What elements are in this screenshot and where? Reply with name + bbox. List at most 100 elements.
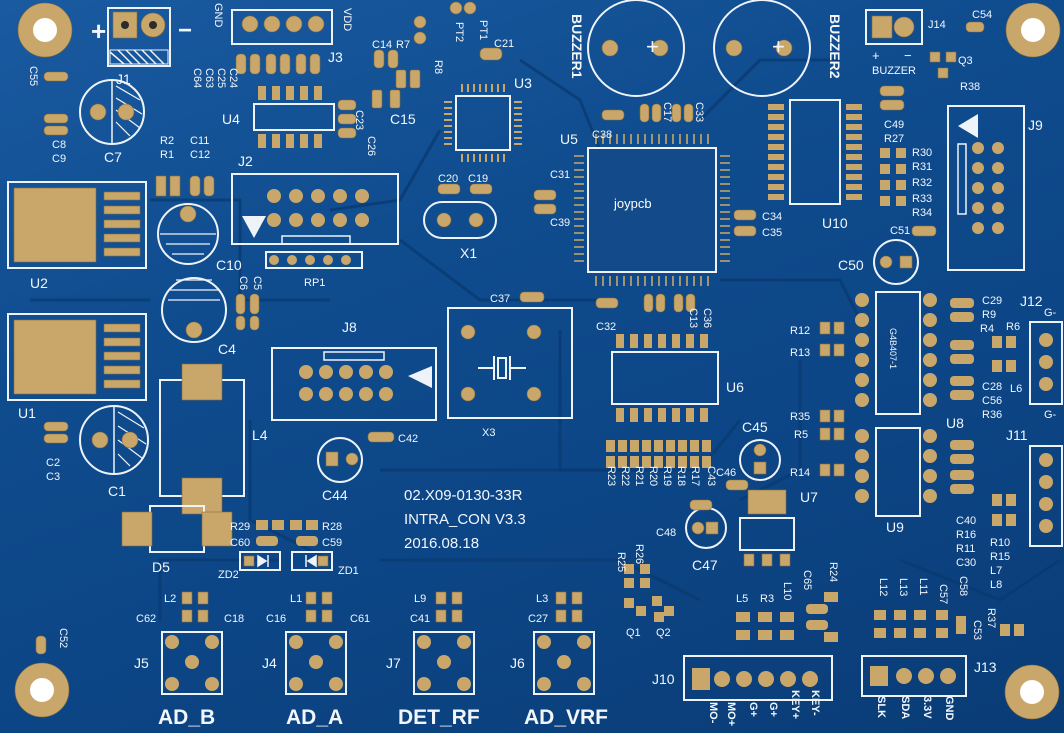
label-c27: C27 xyxy=(528,613,548,625)
label-c50: C50 xyxy=(838,257,864,273)
label-r11: R11 xyxy=(956,543,975,555)
board-date: 2016.08.18 xyxy=(404,535,479,552)
passives-l5-group: L5 R3 L10 C65 R24 xyxy=(736,562,839,642)
capacitor-c1: C1 C2 C3 xyxy=(43,405,149,499)
label-c1: C1 xyxy=(108,483,126,499)
svg-text:−: − xyxy=(904,48,912,63)
passives-r30-group: C49 R27 R30 R31 R32 R33 R34 C51 C50 xyxy=(838,85,937,285)
label-l4: L4 xyxy=(252,427,268,443)
label-c23: C23 xyxy=(353,110,365,130)
label-u6: U6 xyxy=(726,379,744,395)
label-x3: X3 xyxy=(482,427,495,439)
pin-j13-3: 3.3V xyxy=(921,696,933,719)
label-r23: R23 xyxy=(605,466,617,486)
label-u5: U5 xyxy=(560,131,578,147)
label-j10: J10 xyxy=(652,671,675,687)
label-pt1: PT1 xyxy=(477,20,489,40)
label-c25: C25 xyxy=(215,68,227,88)
capacitor-c44: C42 C44 xyxy=(317,431,418,503)
connector-j11: J11 xyxy=(1006,427,1063,547)
passives-r1-group: R2 R1 C11 C12 xyxy=(155,135,215,197)
triangle-marker-icon xyxy=(958,114,978,138)
label-r12: R12 xyxy=(790,325,810,337)
label-c37: C37 xyxy=(490,293,510,305)
label-u10: U10 xyxy=(822,215,848,231)
mounting-hole-icon xyxy=(14,2,1061,720)
label-c2: C2 xyxy=(46,457,60,469)
label-r10: R10 xyxy=(990,537,1010,549)
label-c34: C34 xyxy=(762,211,782,223)
transistor-section: R25 R26 Q1 Q2 xyxy=(615,544,674,639)
label-r24: R24 xyxy=(827,562,839,582)
label-j11: J11 xyxy=(1006,427,1028,443)
label-gnd: GND xyxy=(212,3,224,28)
label-r9: R9 xyxy=(982,309,996,321)
label-r3: R3 xyxy=(760,593,774,605)
label-buzzer: BUZZER xyxy=(872,65,916,77)
label-l9: L9 xyxy=(414,593,426,605)
label-r28: R28 xyxy=(322,521,342,533)
label-l10: L10 xyxy=(781,582,793,600)
label-c58: C58 xyxy=(957,576,969,596)
label-l7: L7 xyxy=(990,565,1002,577)
label-l1: L1 xyxy=(290,593,302,605)
label-l13: L13 xyxy=(897,578,909,596)
connector-j2: J2 RP1 xyxy=(231,153,399,289)
label-c30: C30 xyxy=(956,557,976,569)
label-x1: X1 xyxy=(460,245,477,261)
label-j9: J9 xyxy=(1028,117,1043,133)
label-r34: R34 xyxy=(912,207,932,219)
label-c41: C41 xyxy=(410,613,430,625)
crystal-x1: C20 C19 X1 xyxy=(423,173,497,261)
connector-j14: J14 BUZZER +− Q3 R38 C54 xyxy=(865,9,992,93)
label-q1: Q1 xyxy=(626,627,641,639)
label-c38: C38 xyxy=(592,129,612,141)
label-l12: L12 xyxy=(877,578,889,596)
resistor-array: R23 R22 R21 R20 R19 R18 R17 C43 xyxy=(605,440,717,486)
label-c14: C14 xyxy=(372,39,392,51)
diode-d5: D5 xyxy=(121,505,233,575)
label-q3: Q3 xyxy=(958,55,973,67)
label-c42: C42 xyxy=(398,433,418,445)
label-pt2: PT2 xyxy=(453,22,465,42)
pin-j10-6: KEY- xyxy=(809,690,821,716)
connector-j4: J4 AD_A L1 C16 C61 xyxy=(262,591,370,729)
connector-j1: + − J1 xyxy=(91,7,192,87)
label-j2: J2 xyxy=(238,153,253,169)
label-l6: L6 xyxy=(1010,383,1022,395)
u8-marking: G4B407-1 xyxy=(888,328,898,369)
power-section-u7: C45 C46 U7 C48 C47 xyxy=(656,419,818,573)
crystal-icon xyxy=(478,356,526,380)
pin-j10-3: G+ xyxy=(747,702,759,717)
label-j4: J4 xyxy=(262,655,277,671)
label-q2: Q2 xyxy=(656,627,671,639)
label-c3: C3 xyxy=(46,471,60,483)
label-c17: C17 xyxy=(661,102,673,122)
label-c29: C29 xyxy=(982,295,1002,307)
label-c44: C44 xyxy=(322,487,348,503)
label-c4: C4 xyxy=(218,341,236,357)
pin-j13-4: GND xyxy=(943,696,955,721)
label-u7: U7 xyxy=(800,489,818,505)
board-info: 02.X09-0130-33R INTRA_CON V3.3 2016.08.1… xyxy=(404,487,526,552)
label-r36: R36 xyxy=(982,409,1002,421)
label-c7: C7 xyxy=(104,149,122,165)
label-c63-group: C64 xyxy=(191,68,203,88)
svg-text:+: + xyxy=(872,48,880,63)
inductor-l4: L4 xyxy=(159,363,268,515)
pin-j10-4: G+ xyxy=(767,702,779,717)
connector-j8: J8 xyxy=(271,319,437,421)
label-c57: C57 xyxy=(937,584,949,604)
label-c24: C24 xyxy=(227,68,239,88)
connector-j3: GND VDD J3 xyxy=(212,3,353,65)
connector-name-j7: DET_RF xyxy=(398,706,480,729)
label-c49: C49 xyxy=(884,119,904,131)
label-c55: C55 xyxy=(27,66,39,86)
label-buzzer2: BUZZER2 xyxy=(827,14,843,79)
part-number: 02.X09-0130-33R xyxy=(404,487,523,504)
label-c36: C36 xyxy=(701,308,713,328)
label-c13: C13 xyxy=(687,308,699,328)
chip-u5: joypcb U5 xyxy=(560,131,730,286)
label-r14: R14 xyxy=(790,467,810,479)
label-c11: C11 xyxy=(190,135,209,147)
